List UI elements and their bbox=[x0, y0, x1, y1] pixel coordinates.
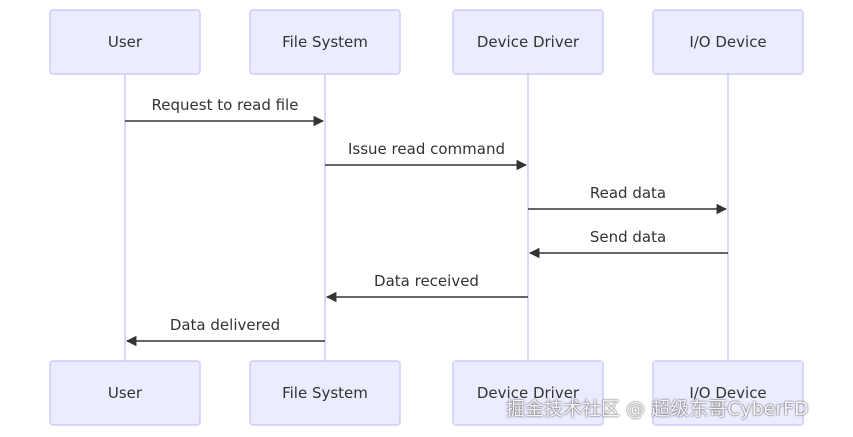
message-3: Read data bbox=[528, 184, 728, 215]
message-label: Request to read file bbox=[152, 96, 299, 114]
actor-label: I/O Device bbox=[689, 33, 766, 51]
actor-user-top: User bbox=[49, 9, 201, 75]
actor-box bbox=[49, 9, 201, 75]
actor-label: Device Driver bbox=[477, 33, 580, 51]
actor-label: Device Driver bbox=[477, 384, 580, 402]
message-label: Data received bbox=[374, 272, 479, 290]
actor-label: File System bbox=[282, 33, 368, 51]
message-label: Issue read command bbox=[348, 140, 505, 158]
actor-device-driver-bottom: Device Driver bbox=[452, 360, 604, 426]
message-label: Send data bbox=[590, 228, 666, 246]
actor-file-system-bottom: File System bbox=[249, 360, 401, 426]
actor-device-driver-top: Device Driver bbox=[452, 9, 604, 75]
actor-user-bottom: User bbox=[49, 360, 201, 426]
message-label: Data delivered bbox=[170, 316, 280, 334]
message-6: Data delivered bbox=[125, 316, 325, 347]
actor-box bbox=[249, 9, 401, 75]
message-4: Send data bbox=[528, 228, 728, 259]
actor-box bbox=[652, 360, 804, 426]
actor-label: User bbox=[108, 33, 143, 51]
message-2: Issue read command bbox=[325, 140, 528, 171]
actor-label: User bbox=[108, 384, 143, 402]
message-label: Read data bbox=[590, 184, 666, 202]
actor-label: I/O Device bbox=[689, 384, 766, 402]
actor-box bbox=[452, 360, 604, 426]
actor-box bbox=[652, 9, 804, 75]
actor-file-system-top: File System bbox=[249, 9, 401, 75]
actor-box bbox=[452, 9, 604, 75]
actor-label: File System bbox=[282, 384, 368, 402]
actor-i-o-device-top: I/O Device bbox=[652, 9, 804, 75]
actor-box bbox=[249, 360, 401, 426]
actor-i-o-device-bottom: I/O Device bbox=[652, 360, 804, 426]
message-1: Request to read file bbox=[125, 96, 325, 127]
watermark: 掘金技术社区 @ 超级东哥CyberFD bbox=[506, 398, 809, 420]
actor-box bbox=[49, 360, 201, 426]
message-5: Data received bbox=[325, 272, 528, 303]
